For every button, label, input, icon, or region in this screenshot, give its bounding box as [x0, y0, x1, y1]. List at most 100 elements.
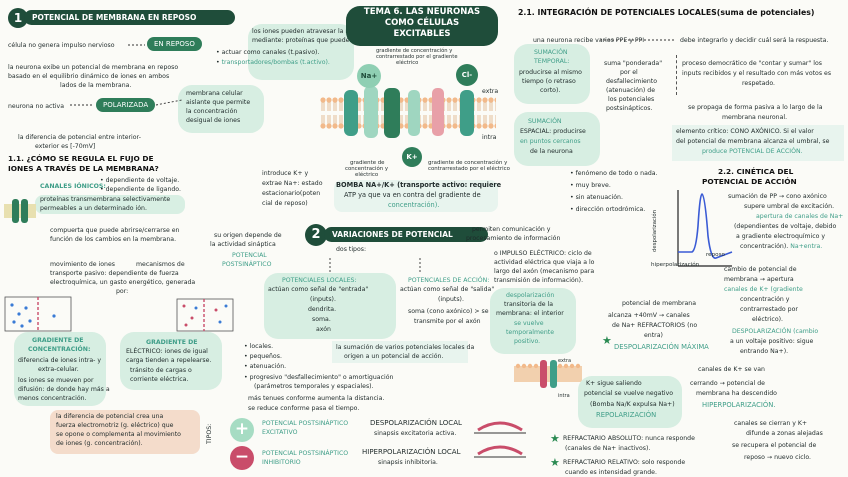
- electric-diagram-icon: [176, 298, 234, 332]
- text-line: membrana → apertura: [724, 276, 794, 283]
- text-line: de la neurona: [530, 148, 573, 155]
- highlight-blob: [490, 288, 576, 354]
- text-line: soma.: [312, 316, 331, 323]
- text-line: temporalmente: [506, 329, 555, 336]
- highlight-peach: [50, 410, 200, 454]
- text-line: concentración y: [345, 166, 389, 172]
- text-line: la diferencia de potencial entre interio…: [18, 134, 141, 141]
- text-line: (dependientes de voltaje, debido: [734, 223, 837, 230]
- text-line: debe integrarlo y decidir cuál será la r…: [680, 37, 829, 44]
- star-icon: ★: [602, 334, 612, 347]
- text-line: tiempo (o retraso: [522, 78, 576, 85]
- text-line: mediante: proteínas que pueden:: [252, 37, 356, 44]
- highlight-blob: [672, 125, 844, 161]
- list-item: • atenuación.: [244, 363, 287, 370]
- text-line: basado en el equilibrio dinámico de ione…: [8, 73, 170, 80]
- text-line: la concentración: [186, 108, 238, 115]
- text-line: sumación de PP → cono axónico: [728, 193, 827, 200]
- label-polarizada: POLARIZADA: [96, 98, 156, 112]
- text-line: POTENCIALES LOCALES:: [282, 277, 357, 284]
- text-line: del potencial de membrana alcanza el umb…: [676, 138, 830, 145]
- highlight-blob: [14, 332, 106, 406]
- text-line: la diferencia de potencial crea una: [56, 413, 164, 420]
- text-line: función de los cambios en la membrana.: [50, 236, 177, 243]
- text-line: SUMACIÓN: [528, 118, 562, 125]
- text-line: BOMBA NA+/K+ (transporte activo: requier…: [336, 181, 502, 189]
- text-line: la sumación de varios potenciales locale…: [336, 344, 475, 351]
- text-line: largo del axón (mecanismo para: [494, 268, 595, 275]
- text-line: electroquímica, un gasto energético, gen…: [50, 279, 196, 286]
- text-line: una neurona recibe varios PPE y PPI: [533, 37, 645, 44]
- list-item: • locales.: [244, 343, 274, 350]
- text-line: TEMPORAL:: [534, 58, 570, 65]
- text-line: su origen depende de: [214, 232, 282, 239]
- text-line: diferencia de iones intra- y: [18, 357, 102, 364]
- text-line: respetado.: [742, 80, 775, 87]
- text-line: cial de reposo): [262, 200, 308, 207]
- text-line: entrando Na+).: [740, 348, 789, 355]
- list-item: más tenues conforme aumenta la distancia…: [248, 395, 385, 402]
- text-line: actúan como señal de "entrada": [268, 286, 369, 293]
- text-line: se vuelve: [514, 320, 544, 327]
- text-line: GRADIENTE DE: [146, 339, 198, 346]
- text-line: positivo.: [514, 338, 541, 345]
- action-potential-graph: [677, 190, 733, 267]
- text-line: corto).: [540, 87, 561, 94]
- axis-label: hiperpolarización: [651, 262, 700, 268]
- text-line: • actuar como canales (t.pasivo).: [216, 49, 320, 56]
- text-line: intra: [558, 393, 570, 399]
- axis-label: reposo: [706, 252, 725, 258]
- text-line: extra: [558, 358, 572, 364]
- action-potential-membrane-icon: [514, 360, 582, 388]
- text-line: K+ sigue saliendo: [586, 380, 642, 387]
- text-line: proceso democrático de "contar y sumar" …: [682, 60, 822, 67]
- text-line: REFRACTARIO ABSOLUTO: nunca responde: [563, 435, 695, 442]
- membrane-diagram: [320, 86, 496, 138]
- text-line: a un voltaje positivo: sigue: [730, 338, 814, 345]
- text-line: transmite por el axón: [414, 318, 481, 325]
- text-line: REFRACTARIO RELATIVO: solo responde: [563, 459, 686, 466]
- text-line: soma (cono axónico) > se: [408, 308, 489, 315]
- text-line: cambio de potencial de: [724, 266, 797, 273]
- section-title-1: POTENCIAL DE MEMBRANA EN REPOSO: [24, 10, 235, 25]
- text-line: REPOLARIZACIÓN: [596, 411, 657, 419]
- text-line: produce POTENCIAL DE ACCIÓN.: [702, 148, 803, 155]
- text-line: concentración). Na+entra.: [740, 243, 823, 250]
- text-line: transporte pasivo: dependiente de fuerza: [50, 270, 179, 277]
- text-line: a gradiente electroquímico y: [736, 233, 826, 240]
- text-line: (Bomba Na/K expulsa Na+): [590, 401, 675, 408]
- text-line: POTENCIAL POSTSINÁPTICO: [262, 450, 349, 457]
- text-line: alcanza +40mV → canales: [608, 312, 690, 319]
- text-line: cerrando → potencial de: [690, 380, 765, 387]
- text-line: procesamiento de información: [466, 235, 561, 242]
- highlight-blob: [178, 85, 264, 133]
- text-line: eléctrico).: [752, 316, 783, 323]
- chloride-ion-icon: Cl-: [456, 64, 478, 86]
- text-line: CANALES IÓNICOS:: [40, 183, 106, 190]
- text-line: neurona no activa: [8, 103, 64, 110]
- label-en-reposo: EN REPOSO: [147, 37, 202, 51]
- text-line: mecanismos de: [136, 261, 185, 268]
- text-line: GRADIENTE DE: [32, 337, 84, 344]
- text-line: actúan como señal de "salida": [400, 286, 495, 293]
- list-item: (parámetros temporales y espaciales).: [254, 383, 374, 390]
- star-icon: ★: [550, 432, 560, 445]
- star-icon: ★: [550, 456, 560, 469]
- text-line: gradiente de concentración y: [428, 160, 508, 166]
- text-line: membrana neuronal.: [722, 114, 788, 121]
- heading: IONES A TRAVÉS DE LA MEMBRANA?: [8, 164, 159, 173]
- text-line: inputs recibidos y el resultado con más …: [682, 70, 832, 77]
- text-line: dos tipos:: [336, 246, 367, 253]
- list-item: • muy breve.: [570, 182, 611, 189]
- text-line: transitoria de la: [504, 301, 554, 308]
- text-line: menos concentración.: [18, 395, 87, 402]
- text-line: desfallecimiento: [606, 78, 657, 85]
- text-line: o IMPULSO ELÉCTRICO: ciclo de: [494, 250, 592, 257]
- bracket-divider: [676, 55, 845, 95]
- text-line: TIPOS:: [206, 423, 213, 444]
- text-line: aislante que permite: [186, 99, 251, 106]
- text-line: célula no genera impulso nervioso: [8, 42, 115, 49]
- main-title-box: [346, 6, 498, 46]
- text-line: (atenuación) de: [606, 87, 656, 94]
